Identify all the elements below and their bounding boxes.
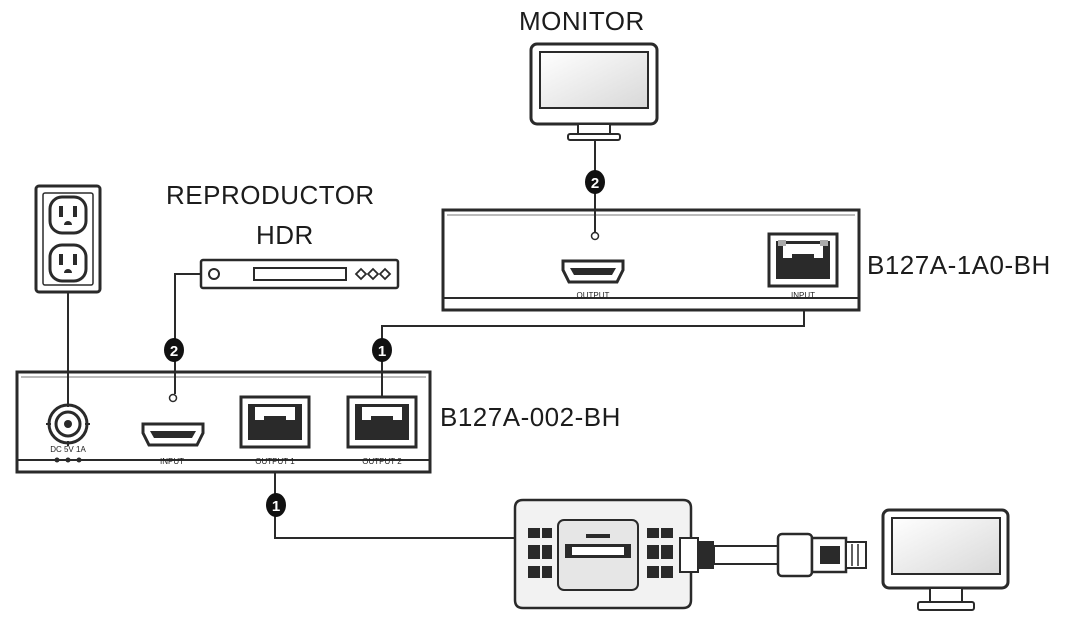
cat6-cable-output2 <box>381 310 805 397</box>
marker-ethernet-output1: 1 <box>266 493 286 517</box>
receiver-model-label: B127A-1A0-BH <box>867 250 1051 280</box>
cat6-cable-output1 <box>274 472 515 539</box>
monitor-small-icon <box>881 508 1010 611</box>
receiver-unit: OUTPUT INPUT <box>441 208 861 312</box>
hdbaset-adapter-icon <box>513 498 867 610</box>
power-jack-icon <box>46 402 90 463</box>
hdr-player-icon <box>199 258 400 290</box>
svg-text:2: 2 <box>591 175 599 192</box>
transmitter-hdmi-input-port <box>141 422 205 447</box>
marker-hdmi-player: 2 <box>164 338 184 362</box>
receiver-rj45-input-port <box>767 232 839 288</box>
transmitter-rj45-output2-port <box>346 395 418 449</box>
receiver-hdmi-output-port <box>561 259 625 284</box>
receiver-output-label: OUTPUT <box>577 291 610 300</box>
monitor-icon <box>529 42 659 141</box>
transmitter-rj45-output1-port <box>239 395 311 449</box>
svg-text:1: 1 <box>378 343 386 360</box>
power-label: DC 5V 1A <box>50 445 86 454</box>
transmitter-output1-label: OUTPUT 1 <box>255 457 295 466</box>
transmitter-input-label: INPUT <box>160 457 184 466</box>
monitor-label: MONITOR <box>519 6 645 36</box>
receiver-input-label: INPUT <box>791 291 815 300</box>
wall-outlet-icon <box>34 184 102 294</box>
svg-text:2: 2 <box>170 343 178 360</box>
transmitter-output2-label: OUTPUT 2 <box>362 457 402 466</box>
player-label-line1: REPRODUCTOR <box>166 180 375 210</box>
player-label-line2: HDR <box>256 220 314 250</box>
transmitter-unit: DC 5V 1A INPUT OUTPUT 1 OUTPUT 2 <box>15 370 432 474</box>
svg-text:1: 1 <box>272 498 280 515</box>
marker-hdmi-monitor: 2 <box>585 170 605 194</box>
marker-ethernet-output2: 1 <box>372 338 392 362</box>
transmitter-model-label: B127A-002-BH <box>440 402 621 432</box>
